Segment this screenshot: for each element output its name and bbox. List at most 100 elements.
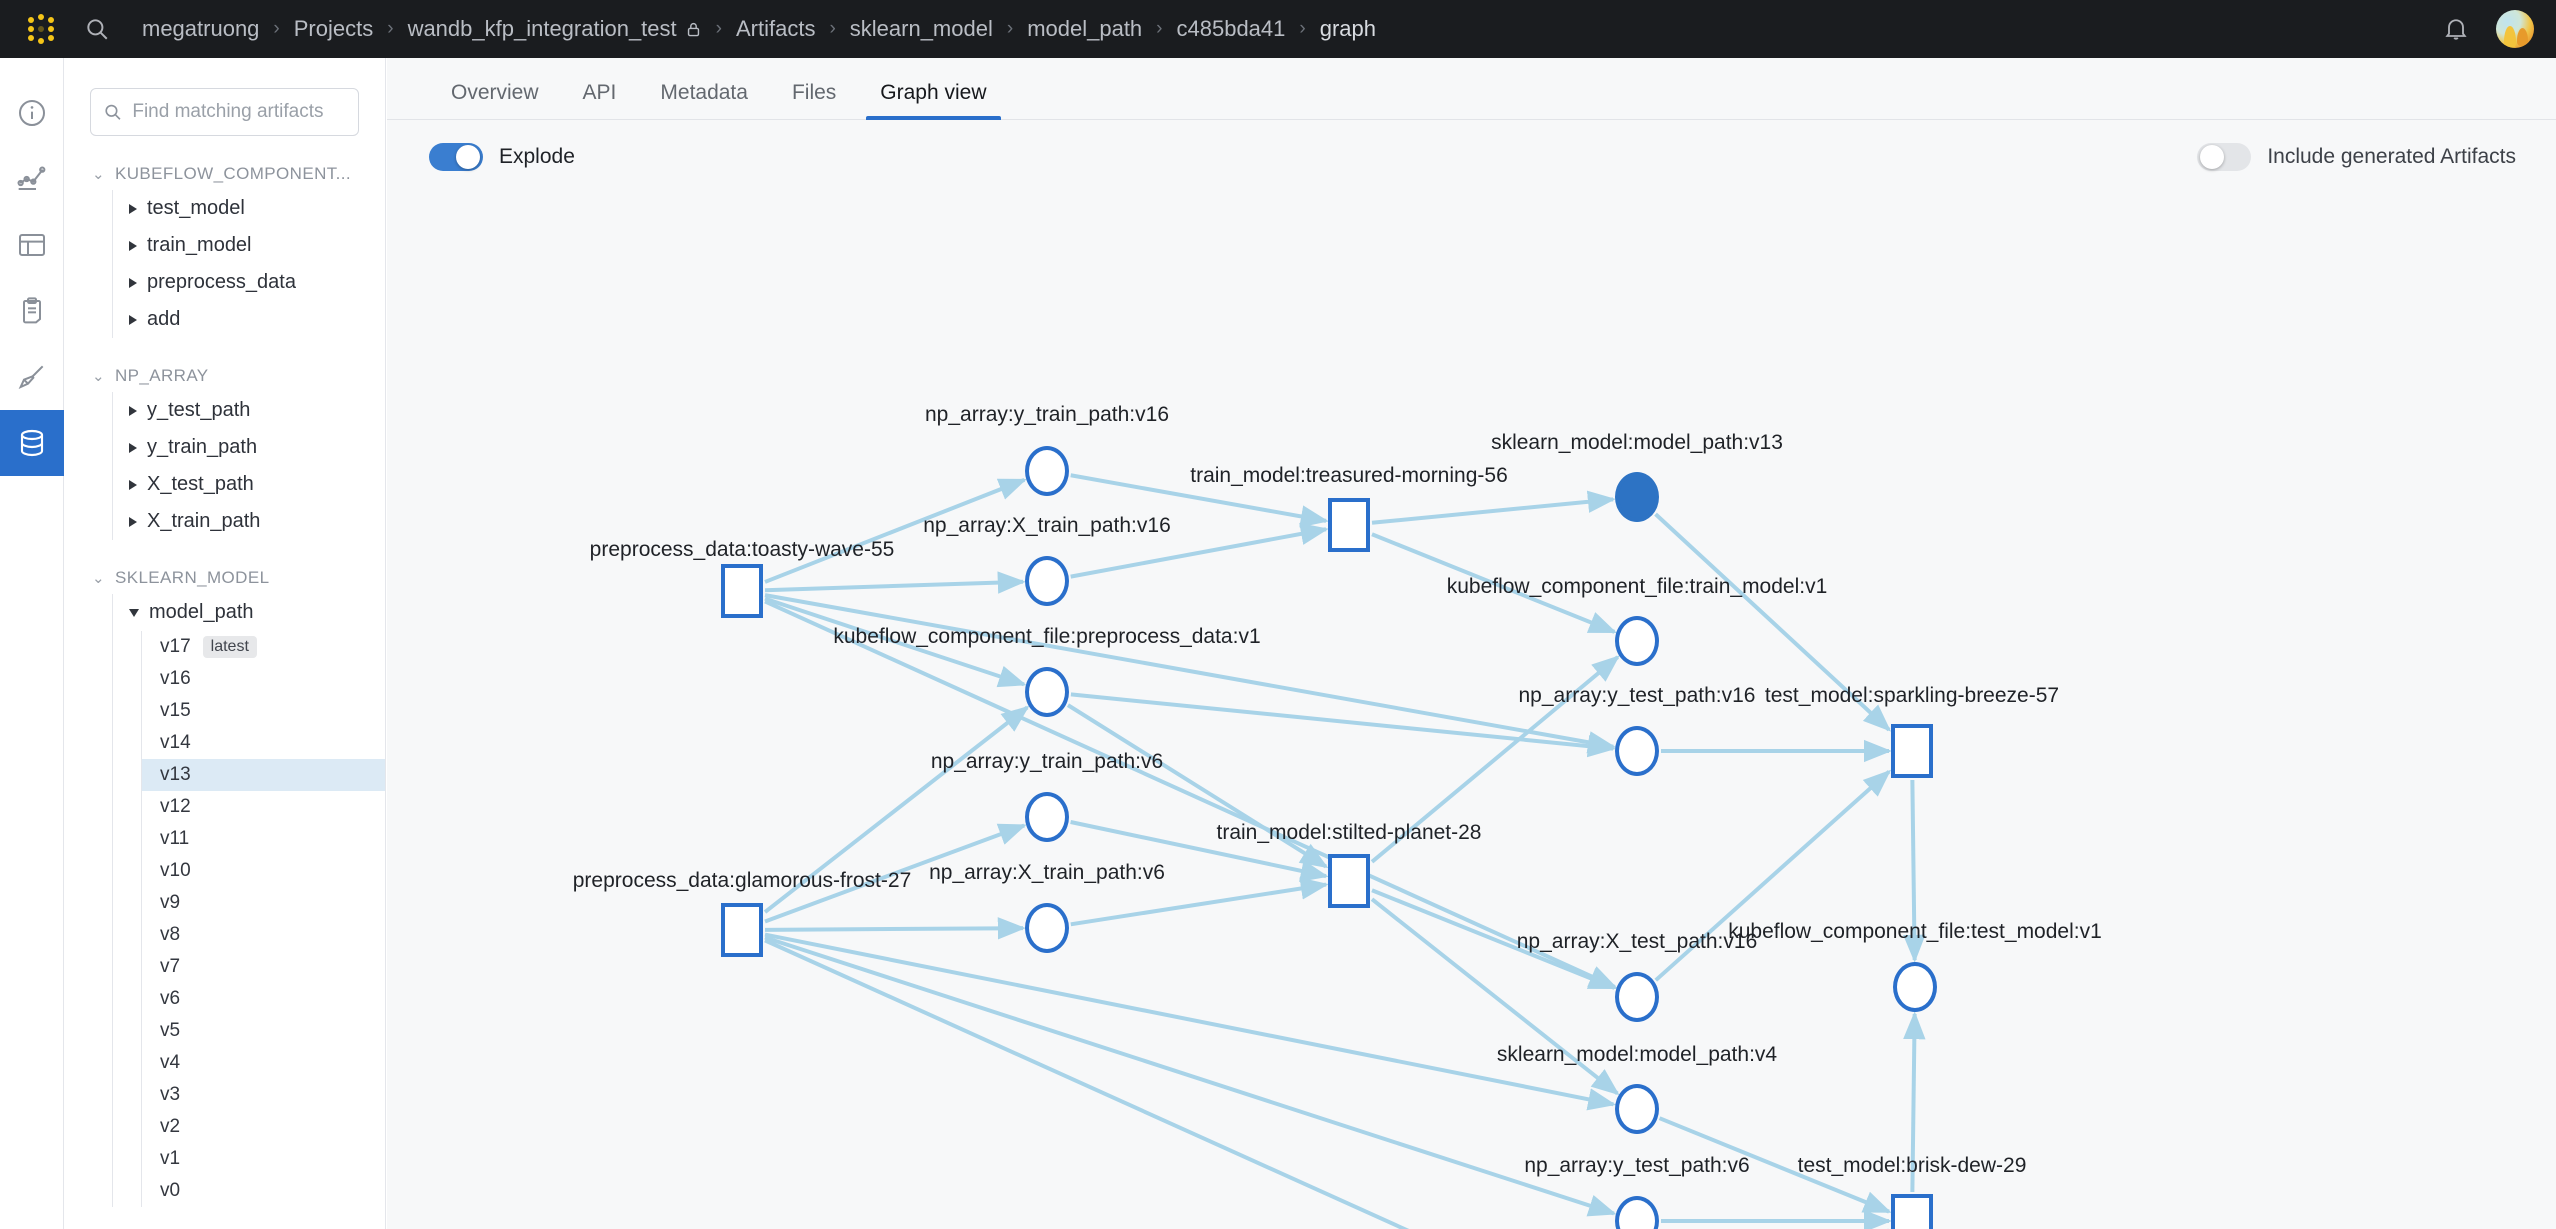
version-row-v0[interactable]: v0: [142, 1175, 385, 1207]
breadcrumb-item-c485bda41[interactable]: c485bda41: [1176, 16, 1286, 41]
tree-item-preprocess_data[interactable]: preprocess_data: [113, 264, 385, 301]
breadcrumb-item-megatruong[interactable]: megatruong: [142, 16, 260, 41]
breadcrumb-separator: ›: [273, 18, 280, 39]
graph-node-te57[interactable]: [1891, 724, 1933, 778]
artifacts-sidebar: ⌄KUBEFLOW_COMPONENT... test_model train_mo…: [64, 58, 386, 1229]
graph-edge: [763, 705, 1030, 914]
graph-node-tm28[interactable]: [1328, 854, 1370, 908]
artifact-tree: ⌄KUBEFLOW_COMPONENT... test_model train_mo…: [64, 158, 385, 1207]
apps-grid-icon[interactable]: [26, 14, 56, 44]
avatar[interactable]: [2496, 10, 2534, 48]
breadcrumb-item-wandb-kfp-integration-test[interactable]: wandb_kfp_integration_test: [406, 14, 704, 44]
graph-edges: [763, 473, 1926, 1229]
top-right-actions: [2442, 0, 2534, 58]
tree-item-add[interactable]: add: [113, 301, 385, 338]
graph-node-te29[interactable]: [1891, 1194, 1933, 1229]
tree-item-label: add: [147, 308, 181, 330]
version-row-v13[interactable]: v13: [142, 759, 385, 791]
version-row-v10[interactable]: v10: [142, 855, 385, 887]
graph-node-ytr16[interactable]: [1025, 446, 1069, 496]
info-circle-icon[interactable]: [0, 80, 64, 146]
tree-item-label: test_model: [147, 197, 245, 219]
version-row-v5[interactable]: v5: [142, 1015, 385, 1047]
tab-api[interactable]: API: [582, 81, 617, 104]
version-row-v4[interactable]: v4: [142, 1047, 385, 1079]
tab-files[interactable]: Files: [791, 81, 837, 104]
graph-node-yte6[interactable]: [1615, 1196, 1659, 1229]
breadcrumb-item-graph[interactable]: graph: [1319, 16, 1376, 41]
include-generated-switch[interactable]: [2197, 143, 2252, 171]
tree-item-y_test_path[interactable]: y_test_path: [113, 392, 385, 429]
search-icon: [105, 104, 121, 120]
tree-group-label: SKLEARN_MODEL: [114, 568, 270, 587]
database-icon[interactable]: [0, 410, 64, 476]
breadcrumb-item-sklearn-model[interactable]: sklearn_model: [849, 16, 993, 41]
graph-node-kcfpp[interactable]: [1025, 667, 1069, 717]
graph-node-xtr16[interactable]: [1025, 556, 1069, 606]
version-row-v14[interactable]: v14: [142, 727, 385, 759]
graph-node-kcfte[interactable]: [1893, 962, 1937, 1012]
version-row-v6[interactable]: v6: [142, 983, 385, 1015]
graph-node-xte16[interactable]: [1615, 972, 1659, 1022]
breadcrumb-item-model-path[interactable]: model_path: [1027, 16, 1143, 41]
broom-icon[interactable]: [0, 344, 64, 410]
table-icon[interactable]: [0, 212, 64, 278]
tree-item-X_test_path[interactable]: X_test_path: [113, 466, 385, 503]
breadcrumb-separator: ›: [1299, 18, 1306, 39]
include-generated-toggle[interactable]: Include generated Artifacts: [2197, 143, 2516, 171]
tree-item-train_model[interactable]: train_model: [113, 227, 385, 264]
tree-item-label: y_train_path: [147, 436, 258, 458]
graph-node-pp55[interactable]: [721, 564, 763, 618]
graph-node-tm56[interactable]: [1328, 498, 1370, 552]
version-row-v11[interactable]: v11: [142, 823, 385, 855]
tree-item-y_train_path[interactable]: y_train_path: [113, 429, 385, 466]
graph-node-kcftr[interactable]: [1615, 616, 1659, 666]
artifact-search[interactable]: [90, 88, 359, 136]
version-row-v3[interactable]: v3: [142, 1079, 385, 1111]
tree-group: ⌄KUBEFLOW_COMPONENT... test_model train_mo…: [64, 158, 385, 338]
version-row-v15[interactable]: v15: [142, 695, 385, 727]
version-row-v16[interactable]: v16: [142, 663, 385, 695]
graph-node-yte16[interactable]: [1615, 726, 1659, 776]
tab-bar: Overview API Metadata Files Graph view: [387, 58, 2556, 120]
graph-node-sm13[interactable]: [1615, 472, 1659, 522]
graph-node-pp27[interactable]: [721, 903, 763, 957]
version-row-v2[interactable]: v2: [142, 1111, 385, 1143]
breadcrumb-item-artifacts[interactable]: Artifacts: [735, 16, 816, 41]
version-row-v9[interactable]: v9: [142, 887, 385, 919]
notification-bell-icon[interactable]: [2442, 15, 2470, 43]
tree-group-header-np-array[interactable]: ⌄NP_ARRAY: [64, 360, 385, 392]
breadcrumb-item-projects[interactable]: Projects: [293, 16, 374, 41]
graph-node-sm4[interactable]: [1615, 1084, 1659, 1134]
graph-node-ytr6[interactable]: [1025, 792, 1069, 842]
tab-metadata[interactable]: Metadata: [660, 81, 748, 104]
tab-overview[interactable]: Overview: [451, 81, 539, 104]
breadcrumb-separator: ›: [1006, 18, 1014, 39]
line-chart-icon[interactable]: [0, 146, 64, 212]
version-label: v5: [160, 1020, 181, 1041]
version-row-v8[interactable]: v8: [142, 919, 385, 951]
clipboard-icon[interactable]: [0, 278, 64, 344]
tree-group-header-sklearn-model[interactable]: ⌄SKLEARN_MODEL: [64, 562, 385, 594]
explode-switch[interactable]: [429, 143, 483, 171]
search-icon[interactable]: [84, 16, 110, 42]
tree-group-header-kubeflow-component-[interactable]: ⌄KUBEFLOW_COMPONENT...: [64, 158, 385, 190]
tree-item-model_path[interactable]: model_path: [113, 594, 385, 631]
tree-item-test_model[interactable]: test_model: [113, 190, 385, 227]
caret-right-icon: [129, 516, 137, 527]
version-row-v12[interactable]: v12: [142, 791, 385, 823]
search-input[interactable]: [132, 101, 346, 123]
caret-right-icon: [129, 203, 137, 214]
version-row-v7[interactable]: v7: [142, 951, 385, 983]
graph-node-xtr6[interactable]: [1025, 903, 1069, 953]
tab-graph-view[interactable]: Graph view: [858, 81, 1008, 120]
tree-item-X_train_path[interactable]: X_train_path: [113, 503, 385, 540]
caret-right-icon: [129, 442, 137, 453]
explode-toggle[interactable]: Explode: [429, 143, 575, 171]
graph-edge: [1654, 512, 1892, 732]
version-row-v1[interactable]: v1: [142, 1143, 385, 1175]
